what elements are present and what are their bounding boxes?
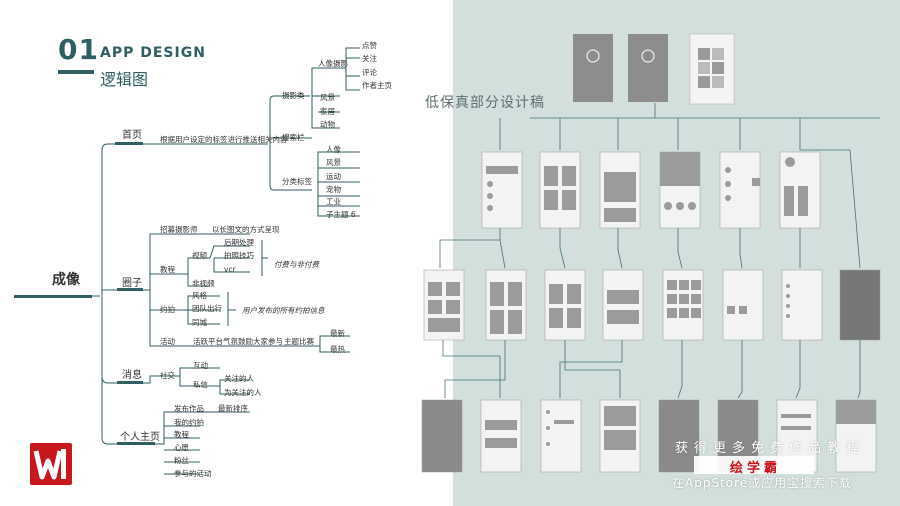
activity-desc: 活跃平台气氛鼓励大家参与	[193, 336, 283, 346]
node-landscape: 风景	[320, 93, 335, 102]
cat-industrial: 工业	[326, 196, 341, 206]
node-photography: 摄影类	[282, 90, 305, 100]
topic-latest: 最新	[330, 328, 345, 338]
node-profile: 个人主页	[120, 431, 160, 443]
wireframe-row-top	[573, 33, 735, 105]
node-interact: 互动	[193, 360, 208, 370]
video-vcr: vcr	[224, 265, 237, 274]
appoint-note: 用户发布的所有约拍信息	[242, 306, 325, 315]
section-title-cn: 逻辑图	[100, 70, 149, 89]
wireframe-row-1	[481, 151, 821, 229]
appoint-style: 风格	[192, 290, 207, 300]
node-circle: 圈子	[122, 277, 142, 289]
follow-following: 关注的人	[224, 373, 254, 383]
cat-pets: 宠物	[326, 184, 341, 194]
node-activity: 活动	[160, 336, 175, 346]
cat-landscape: 风景	[326, 158, 341, 167]
appoint-local: 同城	[192, 318, 207, 327]
profile-activities: 参与的活动	[174, 468, 212, 478]
watermark-brand: 绘学霸	[730, 461, 782, 476]
profile-fans: 粉丝	[174, 455, 189, 465]
profile-tutorial: 教程	[174, 429, 189, 439]
node-animal: 动物	[320, 119, 335, 129]
node-non-video: 非视频	[192, 278, 215, 288]
node-tutorial: 教程	[160, 264, 175, 274]
node-search-bar: 搜索栏	[282, 132, 305, 142]
node-home-decor: 家居	[320, 106, 335, 116]
cat-subtopic: 子主题 6	[326, 209, 356, 219]
section-underline	[58, 70, 94, 74]
follow-unfollowed: 为关注的人	[224, 387, 262, 397]
node-category-tags: 分类标签	[282, 176, 312, 186]
section-number: 01	[58, 33, 99, 66]
portrait-comment: 评论	[362, 67, 377, 77]
watermark-box	[694, 456, 814, 474]
node-video: 视频	[192, 250, 207, 260]
appoint-team: 团队出行	[192, 303, 222, 313]
topic-hot: 最热	[330, 344, 345, 354]
paid-note: 付费与非付费	[274, 260, 319, 269]
cat-sports: 运动	[326, 171, 341, 181]
node-private-msg: 私信	[193, 379, 208, 389]
node-appoint: 约拍	[160, 304, 175, 314]
node-topic: 主题比赛	[284, 336, 314, 346]
profile-wish: 心愿	[174, 443, 189, 452]
node-recruit: 招募摄影师	[160, 224, 198, 234]
watermark-line1: 获得更多免费作品教程	[675, 441, 866, 456]
video-post: 后期处理	[224, 237, 254, 247]
node-portrait: 人像摄影	[318, 58, 348, 68]
prototype-title: 低保真部分设计稿	[425, 95, 545, 111]
profile-my-appoint: 我的约拍	[174, 417, 204, 427]
cat-portrait: 人像	[326, 144, 341, 154]
node-messages: 消息	[122, 368, 142, 381]
w-logo-icon	[33, 449, 66, 480]
wireframe-row-3	[421, 399, 877, 473]
root-node: 成像	[52, 271, 81, 288]
node-home: 首页	[122, 128, 142, 141]
video-tips: 拍照技巧	[224, 250, 254, 260]
wireframe-row-2	[423, 269, 881, 341]
profile-publish: 发布作品	[174, 403, 204, 413]
portrait-follow: 关注	[362, 53, 377, 63]
watermark-line3: 在AppStore或应用宝搜索下载	[672, 476, 853, 490]
portrait-author: 作者主页	[362, 80, 392, 90]
node-social: 社交	[160, 370, 175, 380]
section-title-en: APP DESIGN	[100, 45, 206, 61]
portrait-like: 点赞	[362, 40, 377, 50]
recruit-desc: 以长图文的方式呈现	[212, 224, 280, 234]
home-desc: 根据用户设定的标签进行推送相关内容	[160, 134, 288, 144]
brand-logo	[30, 443, 72, 485]
profile-latest-sort: 最新排序	[218, 403, 248, 413]
